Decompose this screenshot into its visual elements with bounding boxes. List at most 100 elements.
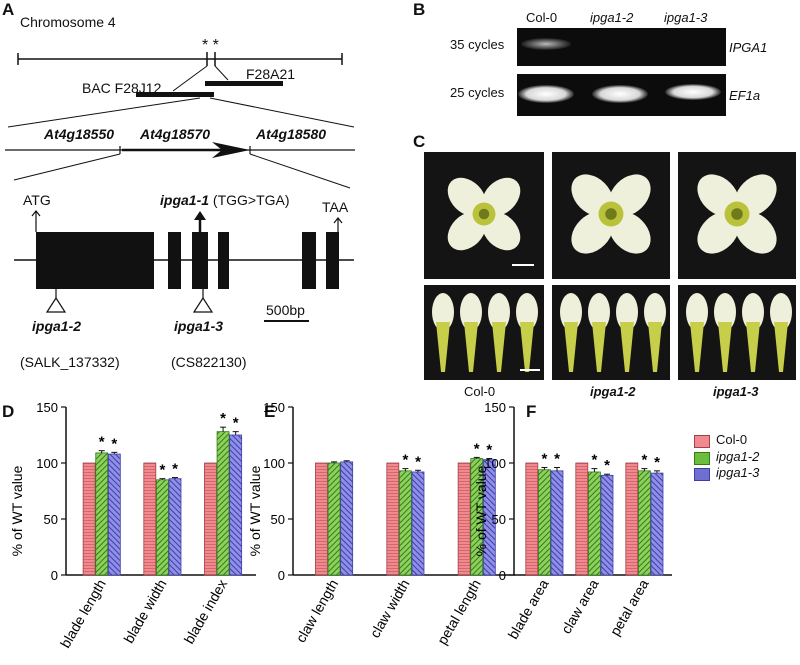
petal-detached-0-2 [488,293,510,372]
bar-ipga1-3 [107,453,121,576]
panel-label-c: C [413,132,426,151]
bar-ipga1-3 [600,474,614,576]
significance-star: * [654,454,660,471]
cs-line-label: (CS822130) [171,354,247,370]
chart-2: 0 50 100 150 % of WT value * * blade area * * claw… [473,400,672,642]
legend-swatch-ipga1-3 [694,468,710,481]
panel-label-e: E [264,402,276,421]
y-tick-label: 50 [492,512,506,527]
petal-claw [436,322,450,372]
significance-star: * [220,410,226,427]
ipga1-1-label: ipga1-1 (TGG>TGA) [160,192,290,208]
significance-star: * [402,452,408,469]
photo-label-col0: Col-0 [464,384,496,399]
petal-blade [432,293,454,331]
chromosome-label: Chromosome 4 [20,14,116,30]
petal-claw [464,322,478,372]
petal-blade [588,293,610,331]
ipga1-3-label: ipga1-3 [174,318,224,334]
bar-ipga1-3 [550,470,564,576]
salk-line-label: (SALK_137332) [20,354,120,370]
x-category-label: claw area [558,576,602,636]
significance-star: * [591,452,597,469]
taa-label: TAA [322,199,349,215]
petal-claw [592,322,606,372]
flower-top-0 [447,177,521,251]
gene-at4g18550-label: At4g18550 [44,126,115,142]
petal-blade [644,293,666,331]
bar-col-0 [386,462,400,576]
petal-detached-2-1 [714,293,736,372]
y-tick-label: 0 [499,568,506,583]
x-category-label: claw length [292,577,341,646]
flower-pistil [731,208,743,220]
significance-star: * [99,434,105,451]
petal-claw [648,322,662,372]
petal-blade [616,293,638,331]
ipga1-1-change: (TGG>TGA) [212,192,290,208]
gene-at4g18570-label: At4g18570 [140,126,211,142]
panel-label-f: F [526,402,537,421]
gel-lane-ipga1-3: ipga1-3 [664,10,708,25]
x-category-label: blade width [120,577,169,646]
significance-star: * [604,457,610,474]
legend-label-ipga1-2: ipga1-2 [716,449,760,464]
y-tick-label: 50 [271,512,285,527]
y-tick-label: 100 [263,456,285,471]
bar-ipga1-2 [588,471,601,576]
significance-star: * [554,450,560,467]
legend-swatch-col0 [694,435,710,448]
atg-label: ATG [23,192,51,208]
petal-detached-0-1 [460,293,482,372]
significance-star: * [111,435,117,452]
y-tick-label: 150 [484,400,506,415]
y-tick-label: 150 [36,400,58,415]
significance-star: * [172,461,178,478]
significance-star: * [541,450,547,467]
petal-blade [488,293,510,331]
bar-col-0 [525,462,539,576]
petal-claw [774,322,788,372]
petal-claw [746,322,760,372]
y-tick-label: 0 [278,568,285,583]
legend-label-ipga1-3: ipga1-3 [716,465,760,480]
petal-blade [560,293,582,331]
gel-lane-ipga1-2: ipga1-2 [590,10,634,25]
petal-blade [516,293,538,331]
gel-lane-col0: Col-0 [526,10,558,25]
bar-col-0 [82,462,96,576]
x-category-label: blade area [505,576,552,641]
petal-detached-2-0 [686,293,708,372]
legend-label-col0: Col-0 [716,432,748,447]
bar-ipga1-3 [168,478,182,576]
petal-blade [686,293,708,331]
bar-ipga1-2 [95,452,109,576]
significance-star: * [415,453,421,470]
petal-blade [460,293,482,331]
flower-top-2 [697,174,777,254]
bar-ipga1-3 [411,471,425,576]
y-tick-label: 100 [36,456,58,471]
gel-ipga1-gene-label: IPGA1 [729,40,768,55]
bar-col-0 [315,462,328,576]
petal-claw [564,322,578,372]
scale-bar-label: 500bp [266,302,305,318]
y-tick-label: 100 [484,456,506,471]
y-tick-label: 0 [51,568,58,583]
mutation-asterisks: * * [202,37,219,54]
x-category-label: petal area [607,576,652,638]
significance-star: * [159,462,165,479]
petal-detached-2-3 [770,293,792,372]
panel-label-b: B [413,0,426,19]
gel-35-cycles-label: 35 cycles [450,37,505,52]
petal-claw [690,322,704,372]
petal-detached-2-2 [742,293,764,372]
petal-claw [492,322,506,372]
petal-blade [714,293,736,331]
y-axis-label: % of WT value [473,465,489,556]
bar-col-0 [625,462,639,576]
petal-claw [620,322,634,372]
